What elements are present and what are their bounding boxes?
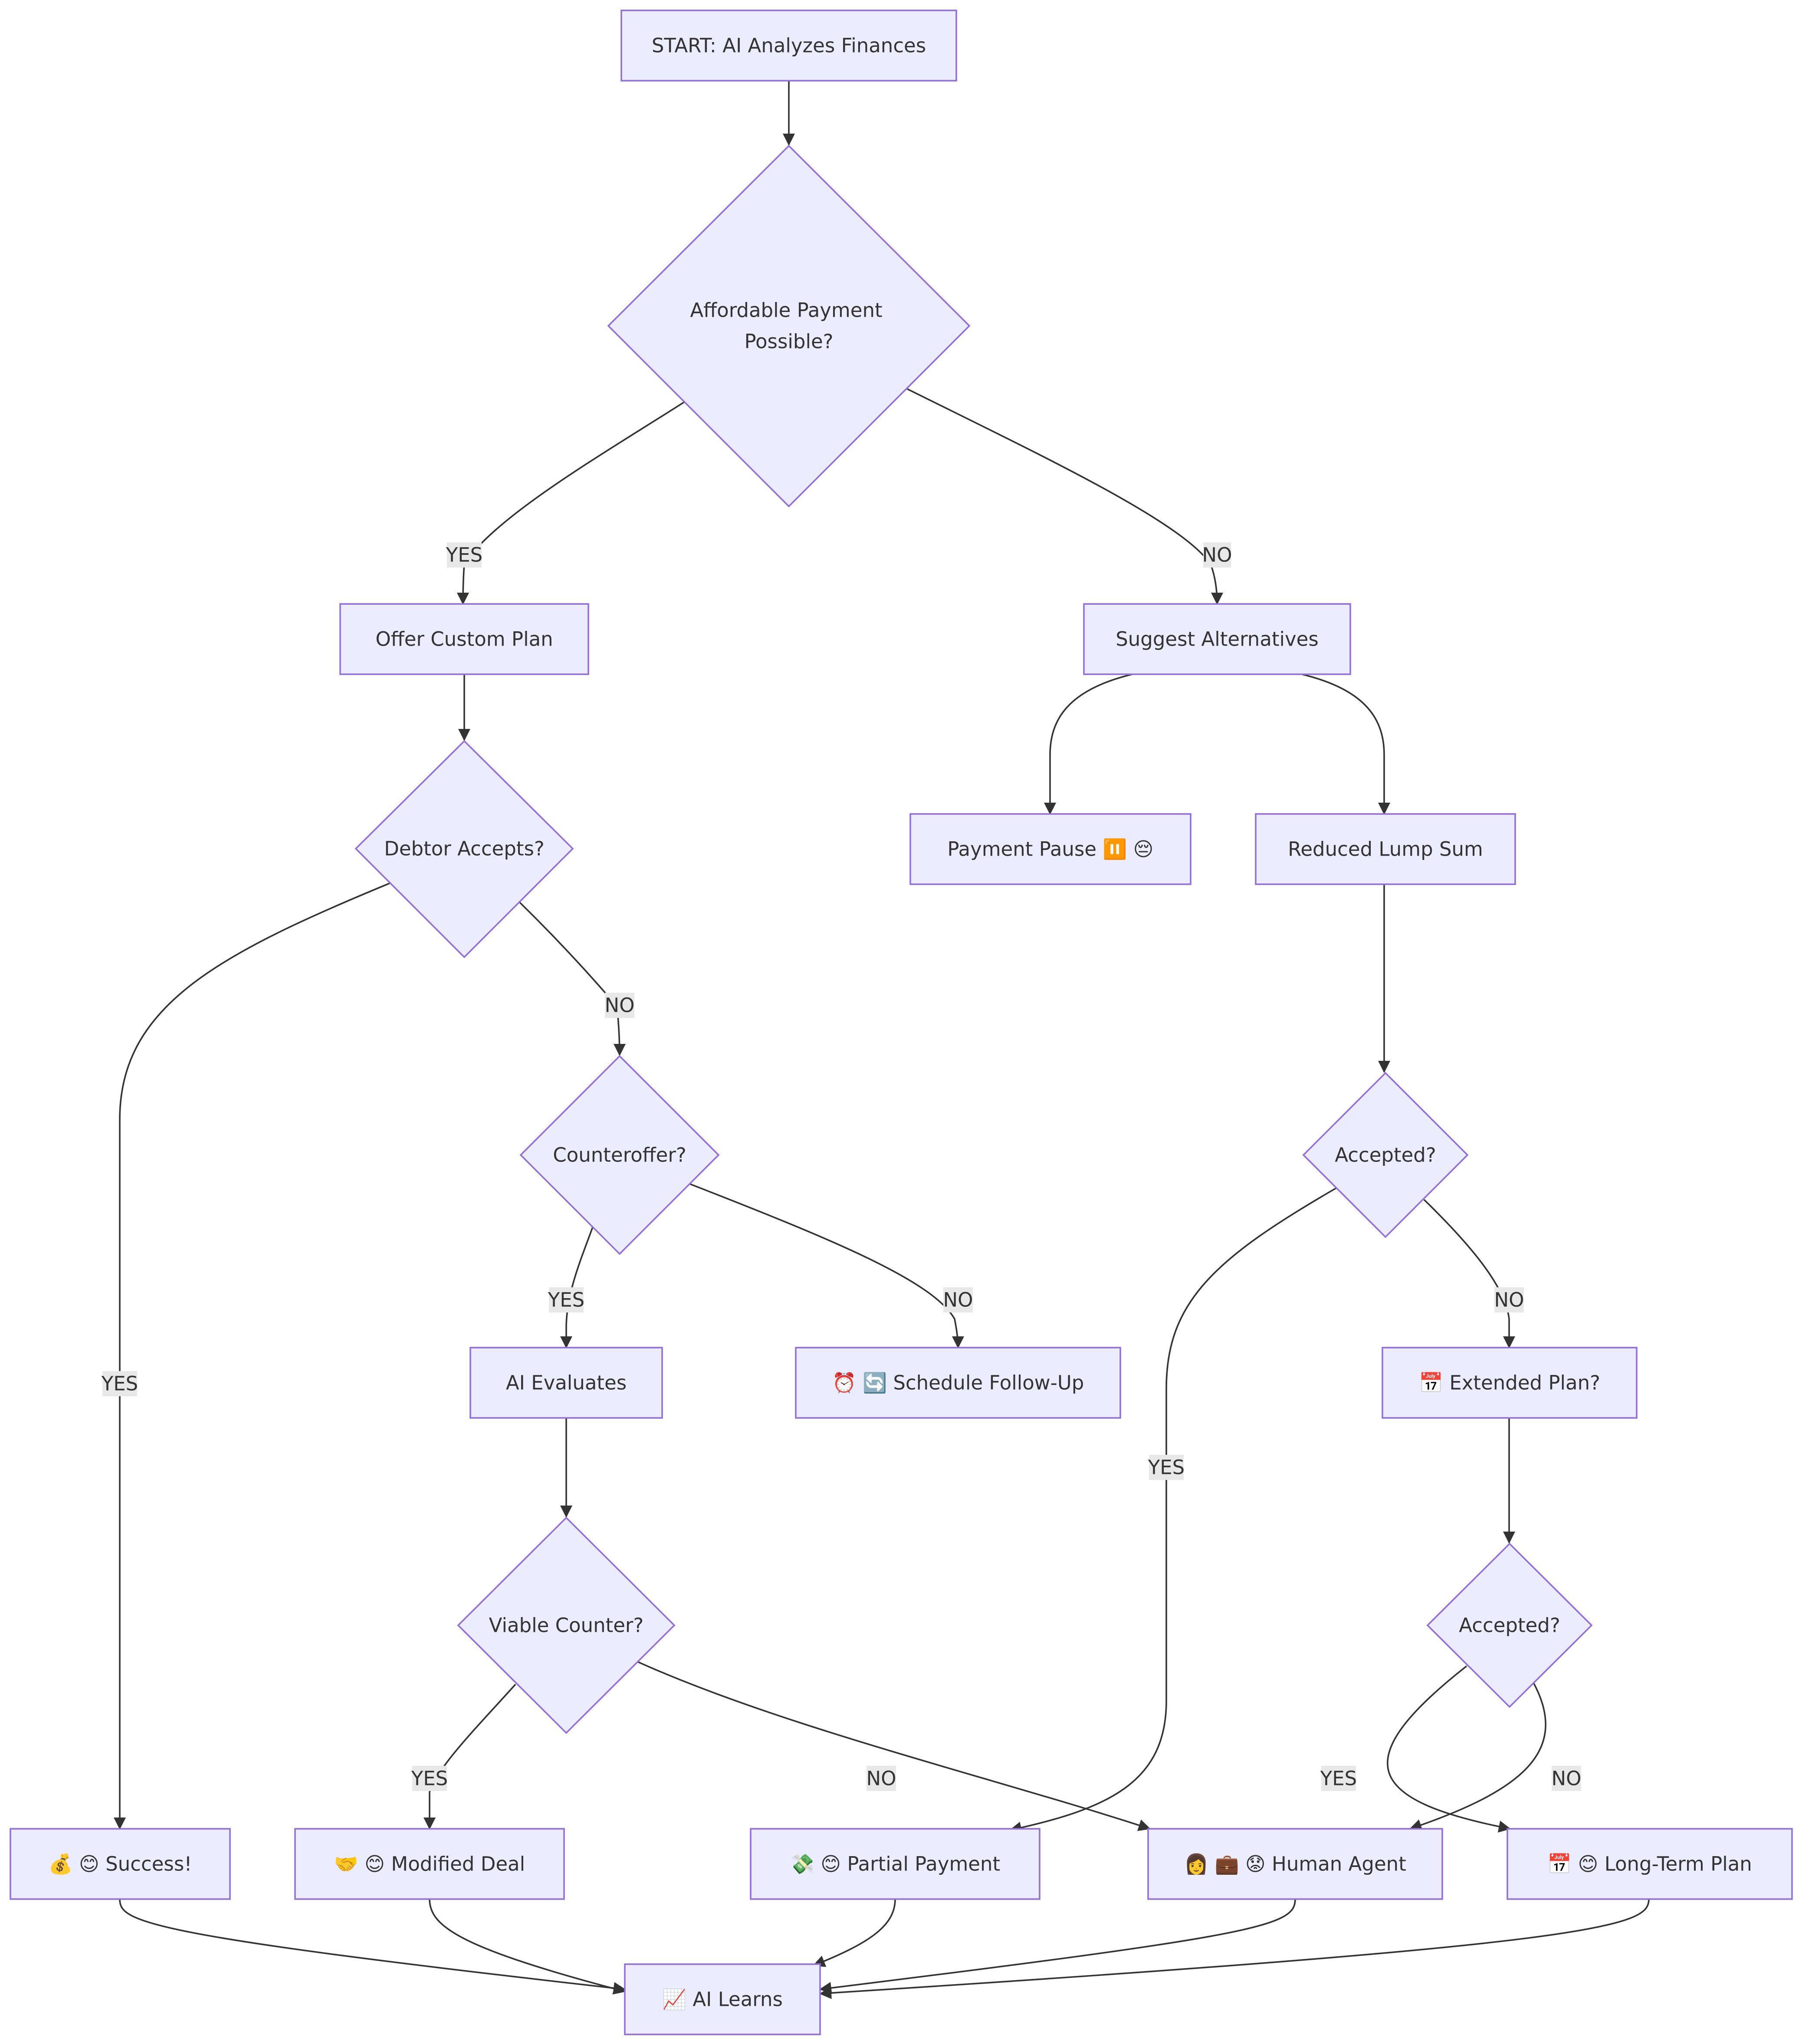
svg-text:NO: NO (604, 994, 634, 1017)
node-reduced-lump-sum[interactable]: Reduced Lump Sum (1255, 813, 1516, 885)
edge-affordable-yes-to-offer (457, 401, 685, 605)
svg-text:Offer Custom Plan: Offer Custom Plan (375, 628, 553, 651)
svg-text:⏰ 🔄 Schedule Follow-Up: ⏰ 🔄 Schedule Follow-Up (832, 1371, 1084, 1394)
svg-text:🤝 😊 Modified Deal: 🤝 😊 Modified Deal (334, 1853, 525, 1876)
edge-label-viable-no: NO (866, 1766, 896, 1791)
edges (114, 81, 1650, 1999)
edge-label-affordable-no: NO (1202, 542, 1232, 568)
nodes: START: AI Analyzes Finances Affordable P… (10, 10, 1793, 2035)
svg-text:💰 😊 Success!: 💰 😊 Success! (49, 1853, 192, 1876)
edge-modified-to-learns (429, 1899, 626, 1995)
edge-suggest-to-pause (1044, 673, 1133, 815)
svg-text:YES: YES (411, 1767, 448, 1790)
svg-text:YES: YES (548, 1289, 585, 1312)
edge-label-affordable-yes: YES (446, 542, 483, 568)
edge-label-counter-yes: YES (548, 1287, 585, 1312)
edge-viable-yes-to-modified (423, 1683, 516, 1830)
svg-text:Reduced Lump Sum: Reduced Lump Sum (1288, 838, 1483, 861)
svg-text:YES: YES (101, 1372, 138, 1395)
decision-affordable-payment[interactable]: Affordable Payment Possible? (607, 144, 971, 508)
decision-accepted-1[interactable]: Accepted? (1302, 1072, 1469, 1238)
edge-partial-to-learns (813, 1899, 896, 1967)
edge-longterm-to-learns (819, 1899, 1650, 1999)
edge-accepted2-no-to-human (1409, 1683, 1546, 1831)
node-offer-custom-plan[interactable]: Offer Custom Plan (339, 603, 589, 675)
node-ai-learns[interactable]: 📈 AI Learns (624, 1963, 821, 2035)
svg-text:Debtor Accepts?: Debtor Accepts? (384, 837, 545, 860)
node-suggest-alternatives[interactable]: Suggest Alternatives (1083, 603, 1351, 675)
svg-text:NO: NO (1551, 1767, 1581, 1790)
svg-text:NO: NO (866, 1767, 896, 1790)
svg-text:Affordable Payment: Affordable Payment (690, 299, 882, 322)
svg-text:START: AI Analyzes Finances: START: AI Analyzes Finances (652, 34, 926, 57)
svg-text:Accepted?: Accepted? (1335, 1144, 1436, 1167)
svg-text:AI Evaluates: AI Evaluates (506, 1371, 627, 1394)
svg-text:💸 😊 Partial Payment: 💸 😊 Partial Payment (790, 1853, 1000, 1876)
edge-counter-yes-to-evaluate (560, 1227, 594, 1348)
edge-counter-no-to-followup (689, 1183, 964, 1348)
node-extended-plan[interactable]: 📅 Extended Plan? (1382, 1347, 1638, 1419)
edge-labels: YES NO YES NO YES NO YES NO (101, 542, 1582, 1791)
edge-label-debtor-no: NO (604, 993, 635, 1018)
svg-text:YES: YES (1148, 1456, 1185, 1479)
svg-text:📅 Extended Plan?: 📅 Extended Plan? (1419, 1371, 1600, 1394)
decision-counteroffer[interactable]: Counteroffer? (519, 1055, 720, 1255)
edge-label-debtor-yes: YES (101, 1371, 138, 1396)
edge-label-accepted2-yes: YES (1320, 1766, 1357, 1791)
node-start[interactable]: START: AI Analyzes Finances (620, 10, 957, 82)
edge-accepted2-yes-to-longterm (1387, 1665, 1511, 1833)
decision-accepted-2[interactable]: Accepted? (1426, 1542, 1593, 1708)
edge-accepted1-no-to-extended (1423, 1199, 1515, 1348)
node-human-agent[interactable]: 👩 💼 😟 Human Agent (1147, 1828, 1443, 1900)
svg-text:Counteroffer?: Counteroffer? (553, 1144, 686, 1167)
edge-success-to-learns (119, 1899, 626, 1995)
edge-label-accepted2-no: NO (1551, 1766, 1582, 1791)
node-payment-pause[interactable]: Payment Pause ⏸️ 😔 (909, 813, 1191, 885)
svg-text:Possible?: Possible? (744, 330, 833, 353)
svg-text:NO: NO (1202, 544, 1232, 567)
node-ai-evaluates[interactable]: AI Evaluates (469, 1347, 663, 1419)
svg-text:Viable Counter?: Viable Counter? (489, 1614, 644, 1637)
decision-viable-counter[interactable]: Viable Counter? (457, 1516, 676, 1734)
svg-text:📈 AI Learns: 📈 AI Learns (662, 1988, 783, 2011)
edge-label-viable-yes: YES (411, 1766, 448, 1791)
svg-text:Accepted?: Accepted? (1459, 1614, 1560, 1637)
edge-label-accepted1-yes: YES (1148, 1455, 1185, 1480)
node-modified-deal[interactable]: 🤝 😊 Modified Deal (294, 1828, 565, 1900)
svg-text:Suggest Alternatives: Suggest Alternatives (1116, 628, 1319, 651)
node-partial-payment[interactable]: 💸 😊 Partial Payment (750, 1828, 1040, 1900)
edge-debtor-no-to-counteroffer (519, 902, 626, 1056)
edge-human-to-learns (819, 1899, 1296, 1994)
svg-text:NO: NO (943, 1289, 973, 1312)
edge-debtor-yes-to-success (114, 882, 391, 1830)
svg-text:NO: NO (1494, 1289, 1524, 1312)
node-schedule-follow-up[interactable]: ⏰ 🔄 Schedule Follow-Up (795, 1347, 1121, 1419)
svg-text:Payment Pause ⏸️ 😔: Payment Pause ⏸️ 😔 (947, 838, 1153, 861)
node-success[interactable]: 💰 😊 Success! (10, 1828, 231, 1900)
edge-suggest-to-reduced (1301, 673, 1390, 815)
svg-text:YES: YES (1320, 1767, 1357, 1790)
edge-viable-no-to-human (635, 1660, 1151, 1831)
edge-affordable-no-to-suggest (906, 388, 1223, 605)
node-long-term-plan[interactable]: 📅 😊 Long-Term Plan (1507, 1828, 1793, 1900)
svg-text:👩 💼 😟 Human Agent: 👩 💼 😟 Human Agent (1184, 1853, 1406, 1876)
decision-debtor-accepts[interactable]: Debtor Accepts? (354, 740, 574, 958)
svg-text:📅 😊 Long-Term Plan: 📅 😊 Long-Term Plan (1547, 1853, 1752, 1876)
edge-accepted1-yes-to-partial (1009, 1187, 1337, 1834)
edge-label-accepted1-no: NO (1494, 1287, 1524, 1312)
edge-label-counter-no: NO (943, 1287, 973, 1312)
svg-text:YES: YES (446, 544, 483, 567)
